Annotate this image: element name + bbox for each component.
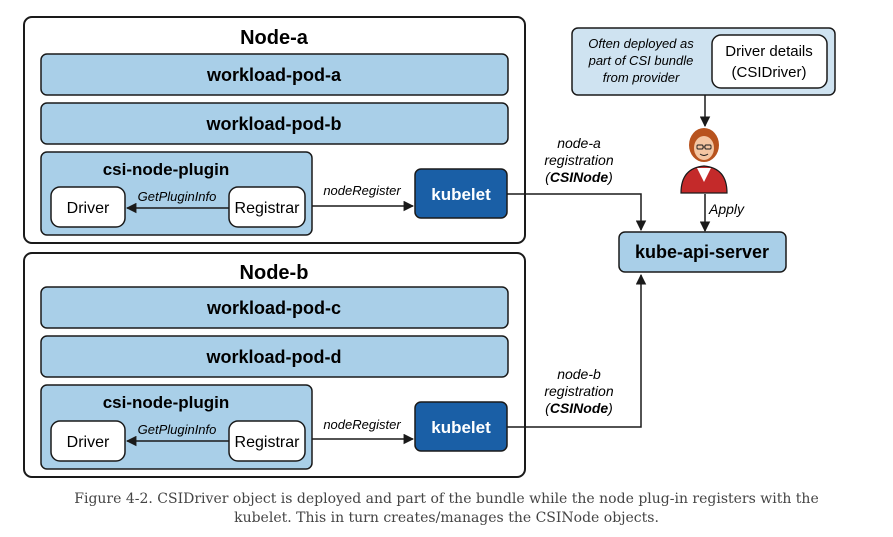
node-b-registration-arrow bbox=[507, 273, 647, 428]
csi-node-plugin-b-title: csi-node-plugin bbox=[103, 393, 230, 412]
figure-caption: Figure 4-2. CSIDriver object is deployed… bbox=[20, 490, 873, 528]
node-a-registration-line-2: registration bbox=[544, 152, 613, 168]
get-plugin-info-label-a: GetPluginInfo bbox=[138, 189, 217, 204]
node-register-label-b: nodeRegister bbox=[323, 417, 401, 432]
driver-b bbox=[50, 420, 126, 462]
driver-b-label: Driver bbox=[67, 434, 110, 451]
driver-details-box bbox=[711, 34, 828, 89]
kubelet-b-label: kubelet bbox=[431, 418, 491, 437]
node-b-registration-line-1: node-b bbox=[557, 366, 601, 382]
node-register-label-a: nodeRegister bbox=[323, 183, 401, 198]
workload-pod-d-label: workload-pod-d bbox=[206, 347, 342, 367]
node-b-registration-line-2: registration bbox=[544, 383, 613, 399]
provider-note-line-1: Often deployed as bbox=[588, 36, 694, 51]
workload-pod-a-label: workload-pod-a bbox=[206, 65, 342, 85]
caption-line-2: kubelet. This in turn creates/manages th… bbox=[234, 510, 659, 526]
get-plugin-info-label-b: GetPluginInfo bbox=[138, 422, 217, 437]
driver-a bbox=[50, 186, 126, 228]
csi-diagram: Node-a workload-pod-a workload-pod-b csi… bbox=[23, 16, 836, 478]
kube-api-server bbox=[618, 231, 787, 273]
node-b-title: Node-b bbox=[240, 262, 309, 284]
driver-details-line-2: (CSIDriver) bbox=[732, 64, 807, 81]
driver-a-label: Driver bbox=[67, 200, 110, 217]
node-a-registration-arrow bbox=[507, 193, 647, 232]
provider-note-line-2: part of CSI bundle bbox=[588, 53, 694, 68]
provider-note-line-3: from provider bbox=[603, 70, 680, 85]
workload-pod-c bbox=[40, 286, 509, 329]
person-icon bbox=[680, 128, 728, 194]
workload-pod-c-label: workload-pod-c bbox=[206, 298, 341, 318]
workload-pod-b-label: workload-pod-b bbox=[206, 114, 342, 134]
node-b-registration-line-3: (CSINode) bbox=[545, 400, 613, 416]
workload-pod-d bbox=[40, 335, 509, 378]
provider-panel: Often deployed as part of CSI bundle fro… bbox=[571, 27, 836, 96]
node-a-container: Node-a workload-pod-a workload-pod-b csi… bbox=[23, 16, 526, 244]
caption-line-1: Figure 4-2. CSIDriver object is deployed… bbox=[74, 491, 819, 507]
kube-api-server-label: kube-api-server bbox=[635, 242, 769, 262]
workload-pod-b bbox=[40, 102, 509, 145]
node-b-container: Node-b workload-pod-c workload-pod-d csi… bbox=[23, 252, 526, 478]
registrar-b-label: Registrar bbox=[235, 434, 301, 451]
node-a-registration-line-3: (CSINode) bbox=[545, 169, 613, 185]
driver-details-line-1: Driver details bbox=[725, 43, 813, 60]
workload-pod-a bbox=[40, 53, 509, 96]
node-a-title: Node-a bbox=[240, 27, 309, 49]
kubelet-a-label: kubelet bbox=[431, 185, 491, 204]
registrar-a bbox=[228, 186, 306, 228]
apply-label: Apply bbox=[708, 201, 745, 217]
registrar-a-label: Registrar bbox=[235, 200, 301, 217]
node-a-registration-line-1: node-a bbox=[557, 135, 601, 151]
csi-node-plugin-a-title: csi-node-plugin bbox=[103, 160, 230, 179]
